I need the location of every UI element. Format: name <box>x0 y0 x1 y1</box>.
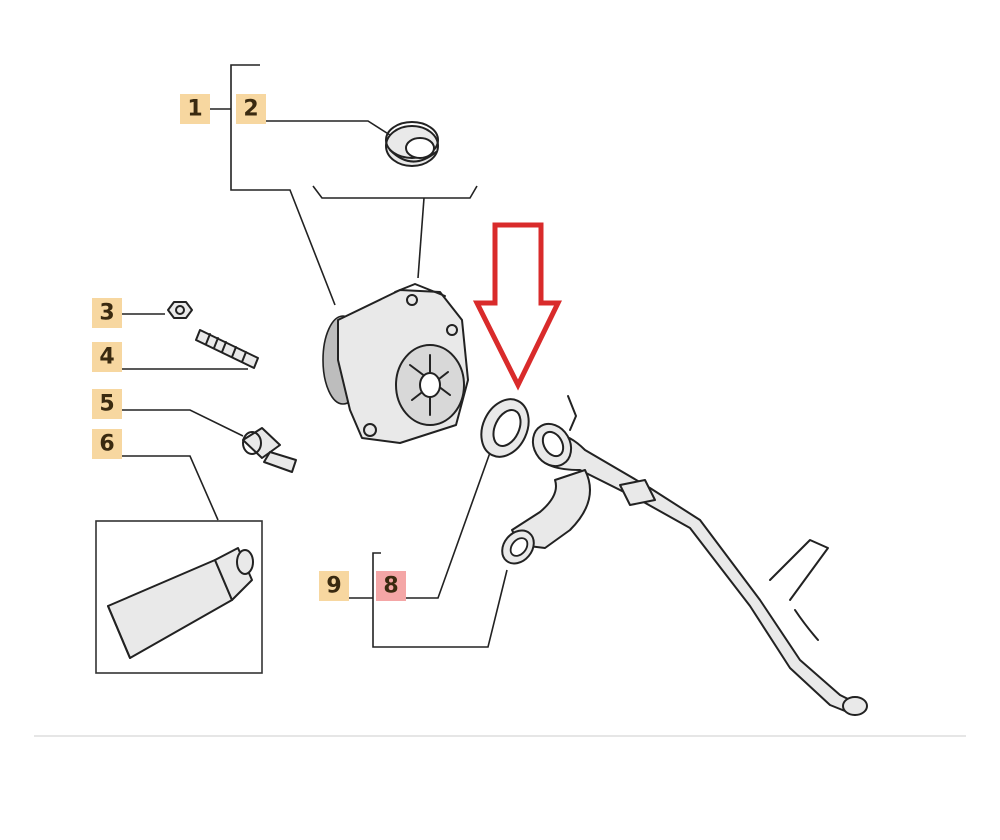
callout-5-label: 5 <box>99 392 114 417</box>
highlight-arrow-shape <box>472 222 563 391</box>
callout-8-box <box>376 571 406 601</box>
callout-5-box <box>92 389 122 419</box>
callout-3-box <box>92 298 122 328</box>
stud-bolt-icon <box>195 329 259 369</box>
leader-5 <box>122 409 244 437</box>
down-arrow-icon <box>472 222 563 391</box>
leader-2 <box>266 120 391 136</box>
callout-1-label: 1 <box>187 97 202 122</box>
leader-8 <box>406 446 493 599</box>
callout-3-label: 3 <box>99 301 114 326</box>
callout-2-label: 2 <box>243 97 258 122</box>
callout-6-box <box>92 429 122 459</box>
o-ring-gasket-icon <box>480 398 530 458</box>
leader-9-bracket <box>372 552 508 648</box>
callout-1-box <box>180 94 210 124</box>
coolant-pipe-icon <box>501 395 868 716</box>
callout-4-box <box>92 342 122 372</box>
callout-4-label: 4 <box>99 345 114 370</box>
rubber-plug-icon <box>385 121 439 167</box>
leader-1-bracket <box>230 64 336 306</box>
sealant-tube-icon <box>95 520 263 674</box>
water-pump-icon <box>322 283 469 444</box>
callout-9-label: 9 <box>326 574 341 599</box>
callout-3[interactable]: 3 <box>92 298 122 328</box>
callout-9[interactable]: 9 <box>319 571 349 601</box>
callout-6-label: 6 <box>99 432 114 457</box>
callout-8[interactable]: 8 <box>376 571 406 601</box>
callout-2[interactable]: 2 <box>236 94 266 124</box>
callout-8-label: 8 <box>383 574 398 599</box>
callout-2-box <box>236 94 266 124</box>
leader-pump-bracket <box>312 185 478 199</box>
callout-4[interactable]: 4 <box>92 342 122 372</box>
leader-6 <box>122 455 219 521</box>
leader-lines <box>34 64 966 737</box>
callout-5[interactable]: 5 <box>92 389 122 419</box>
leader-pump-stem <box>417 197 425 279</box>
temperature-sensor-icon <box>242 427 297 473</box>
nut-icon <box>167 301 193 319</box>
callout-6[interactable]: 6 <box>92 429 122 459</box>
callout-9-box <box>319 571 349 601</box>
callout-1[interactable]: 1 <box>180 94 210 124</box>
